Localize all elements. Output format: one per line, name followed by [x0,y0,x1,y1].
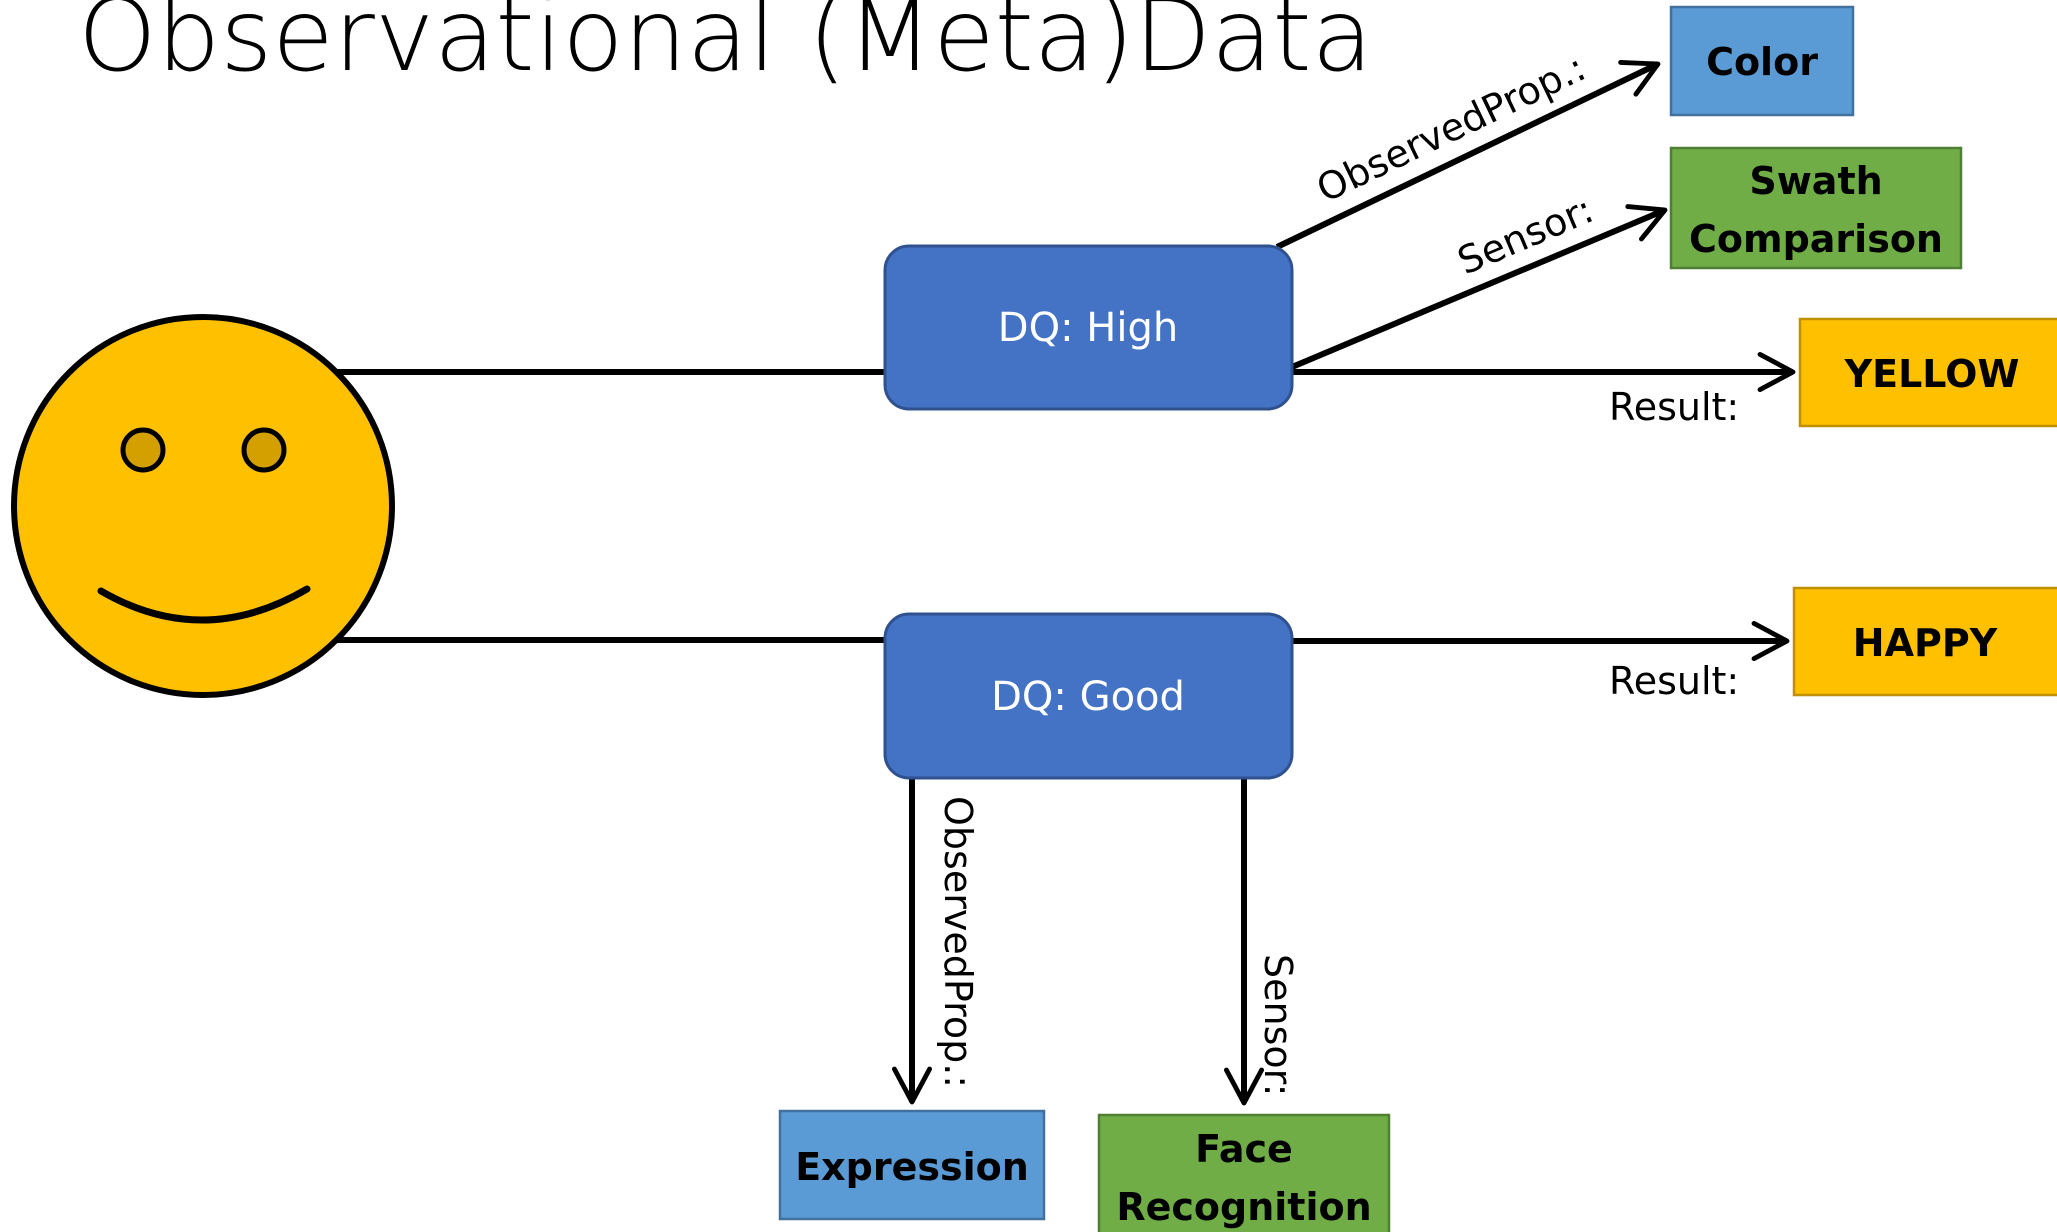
happy-label: HAPPY [1853,621,1998,665]
dq-good-label: DQ: Good [991,674,1185,720]
right-eye [241,427,287,473]
dq-good-node: DQ: Good [883,612,1294,780]
left-eye [120,427,166,473]
page-title: Observational (Meta)Data [78,0,1373,94]
swath-comparison-node: Swath Comparison [1669,146,1963,270]
smile [97,585,311,624]
swath-label-line2: Comparison [1689,217,1943,261]
result-label-top: Result: [1609,385,1739,429]
dq-high-label: DQ: High [998,305,1178,351]
smiley-face-icon [11,314,395,698]
color-label: Color [1706,40,1818,84]
result-label-bottom: Result: [1609,659,1739,703]
expression-node: Expression [778,1109,1046,1221]
sensor-label-bottom: Sensor: [1256,954,1300,1096]
face-label-line1: Face [1195,1127,1293,1171]
color-node: Color [1669,5,1855,117]
observed-prop-label-bottom: ObservedProp.: [936,796,980,1088]
face-recognition-node: Face Recognition [1097,1113,1391,1232]
face-label-line2: Recognition [1116,1185,1371,1229]
sensor-arrow-top [1290,204,1668,370]
yellow-label: YELLOW [1844,352,2020,396]
yellow-result-node: YELLOW [1798,317,2057,428]
observed-prop-arrow-top [1275,60,1661,250]
dq-high-node: DQ: High [883,244,1294,411]
swath-label-line1: Swath [1749,159,1882,203]
happy-result-node: HAPPY [1792,586,2057,697]
expression-label: Expression [795,1145,1029,1189]
